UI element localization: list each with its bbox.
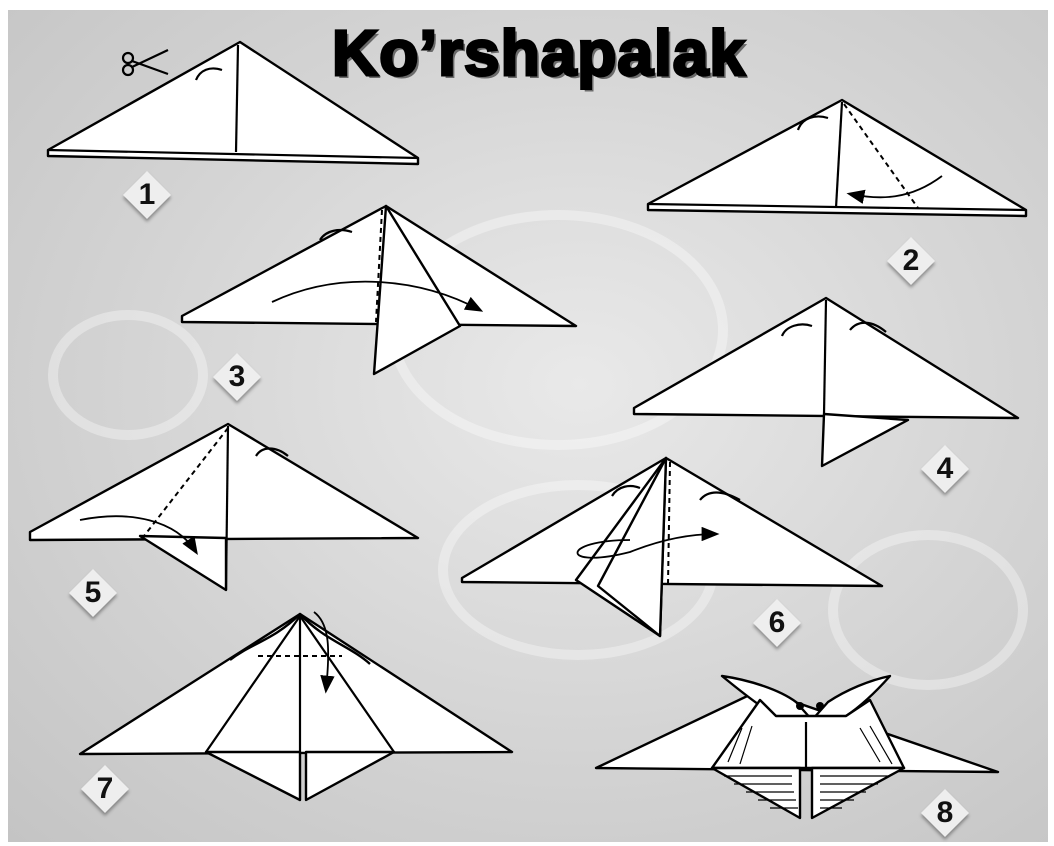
step-2-badge: 2 [888,238,934,284]
step-2-figure [648,100,1026,216]
step-number: 5 [70,570,116,616]
step-number: 6 [754,600,800,646]
step-7-badge: 7 [82,766,128,812]
step-7-figure [80,612,512,800]
step-number: 8 [922,790,968,836]
step-number: 3 [214,354,260,400]
step-4-badge: 4 [922,446,968,492]
step-6-figure [462,458,882,636]
step-3-badge: 3 [214,354,260,400]
step-4-figure [634,298,1018,466]
step-number: 2 [888,238,934,284]
step-5-badge: 5 [70,570,116,616]
scissors-icon [123,50,168,75]
step-5-figure [30,424,418,590]
step-number: 7 [82,766,128,812]
step-8-badge: 8 [922,790,968,836]
step-1-badge: 1 [124,172,170,218]
step-number: 1 [124,172,170,218]
step-number: 4 [922,446,968,492]
step-1-figure [48,42,418,164]
step-3-figure [182,206,576,374]
step-6-badge: 6 [754,600,800,646]
